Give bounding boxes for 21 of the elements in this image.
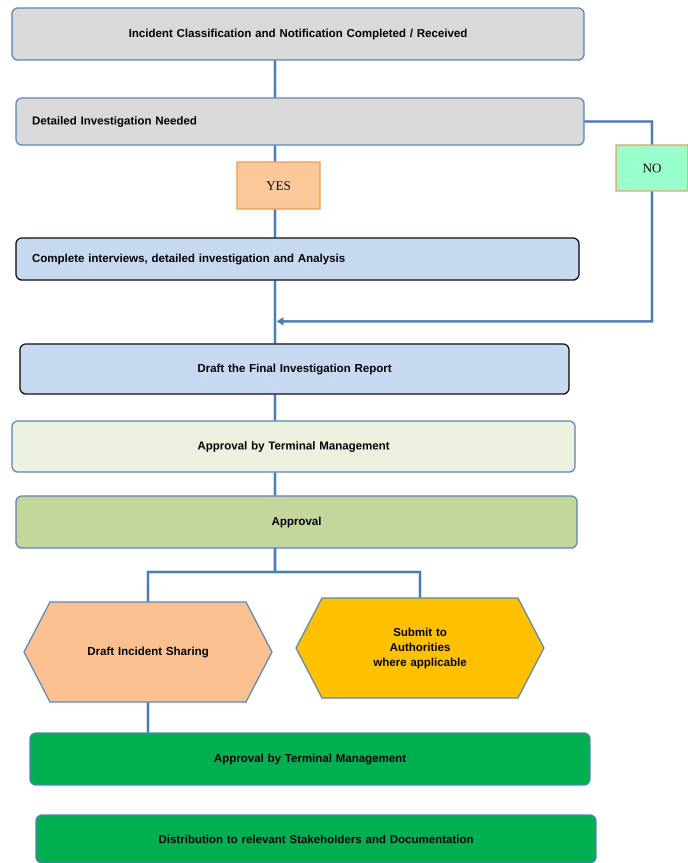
yes-label-box: YES <box>236 161 321 210</box>
decision-box: Detailed Investigation Needed <box>15 97 585 146</box>
approval-box: Approval by Terminal Management <box>11 420 576 473</box>
hexagon: Draft Incident Sharing <box>23 601 273 703</box>
connector-line <box>274 394 276 420</box>
connector-line <box>146 702 150 732</box>
process-box: Complete interviews, detailed investigation and Analysis <box>15 237 580 281</box>
connector-line <box>274 548 422 598</box>
process-box: Draft the Final Investigation Report <box>19 343 570 395</box>
approval-box: Approval by Terminal Management <box>29 732 591 786</box>
connector-line <box>584 120 654 144</box>
connector-line <box>274 210 276 238</box>
connector-line <box>274 280 276 344</box>
process-box: Incident Classification and Notification Completed / Received <box>11 7 585 61</box>
connector-line <box>274 60 276 98</box>
hexagon: Submit to Authorities where applicable <box>295 597 545 699</box>
connector-line <box>274 146 276 162</box>
no-label-box: NO <box>615 144 688 192</box>
approval-box: Approval <box>15 495 578 549</box>
process-box: Distribution to relevant Stakeholders and Documentation <box>35 814 597 863</box>
connector-line <box>274 472 276 496</box>
